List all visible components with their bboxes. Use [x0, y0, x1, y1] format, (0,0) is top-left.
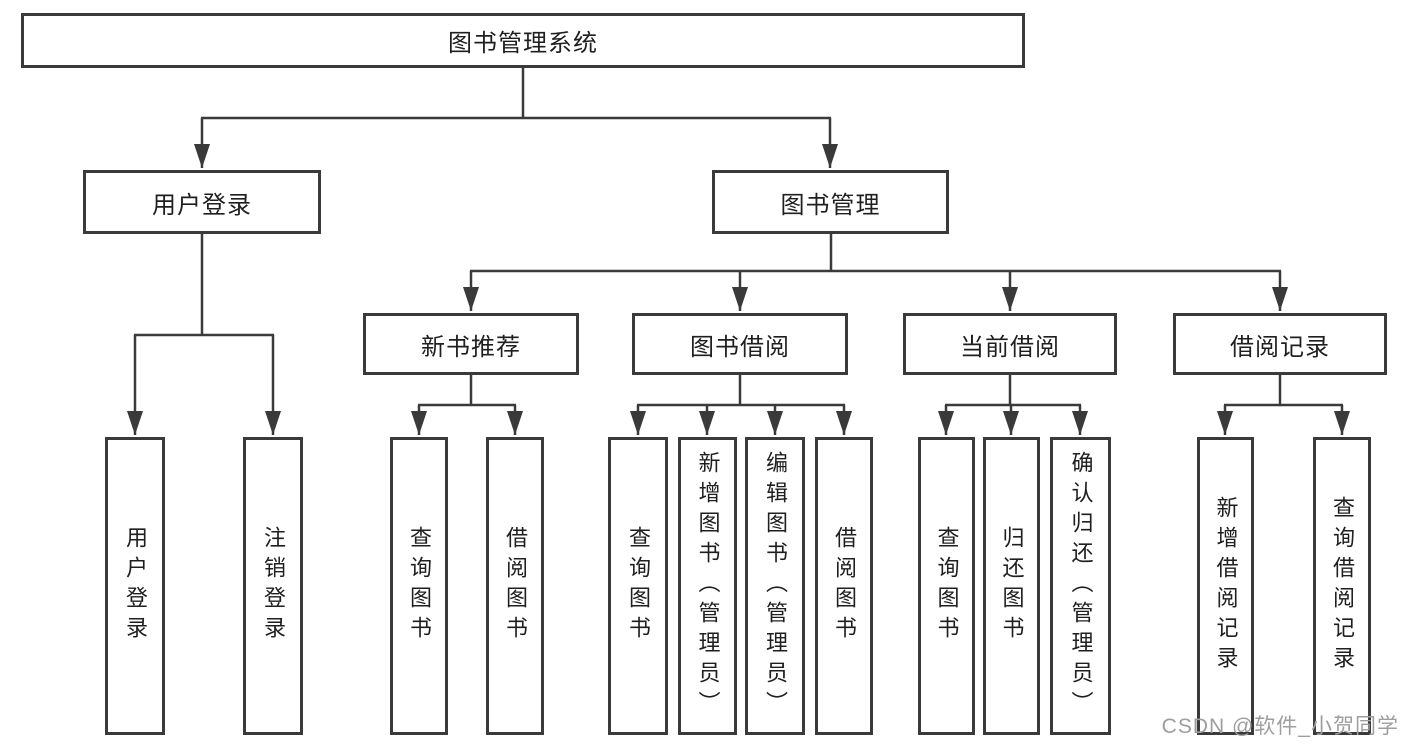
node-book-borrow: 图书借阅 [632, 313, 848, 375]
csdn-watermark: CSDN @软件_小贺同学 [1161, 715, 1399, 738]
node-book-management: 图书管理 [712, 170, 949, 234]
node-library-management-system: 图书管理系统 [21, 13, 1025, 68]
node-leaf-add-books-admin: 新增图书（管理员） [678, 437, 737, 735]
node-leaf-query-borrow-record: 查询借阅记录 [1313, 437, 1371, 735]
node-leaf-query-books-current: 查询图书 [918, 437, 975, 735]
node-leaf-user-login: 用户登录 [105, 437, 165, 735]
node-leaf-return-books: 归还图书 [983, 437, 1040, 735]
node-leaf-query-books-borrow: 查询图书 [608, 437, 668, 735]
node-leaf-query-books-recommend: 查询图书 [390, 437, 448, 735]
node-leaf-borrow-books-recommend: 借阅图书 [486, 437, 544, 735]
node-new-book-recommend: 新书推荐 [363, 313, 579, 375]
node-leaf-add-borrow-record: 新增借阅记录 [1197, 437, 1254, 735]
node-user-login: 用户登录 [83, 170, 321, 234]
node-leaf-confirm-return-admin: 确认归还（管理员） [1050, 437, 1111, 735]
node-leaf-edit-books-admin: 编辑图书（管理员） [745, 437, 805, 735]
node-leaf-logout: 注销登录 [243, 437, 303, 735]
node-leaf-borrow-books: 借阅图书 [815, 437, 873, 735]
node-borrow-records: 借阅记录 [1173, 313, 1387, 375]
node-current-borrow: 当前借阅 [903, 313, 1117, 375]
